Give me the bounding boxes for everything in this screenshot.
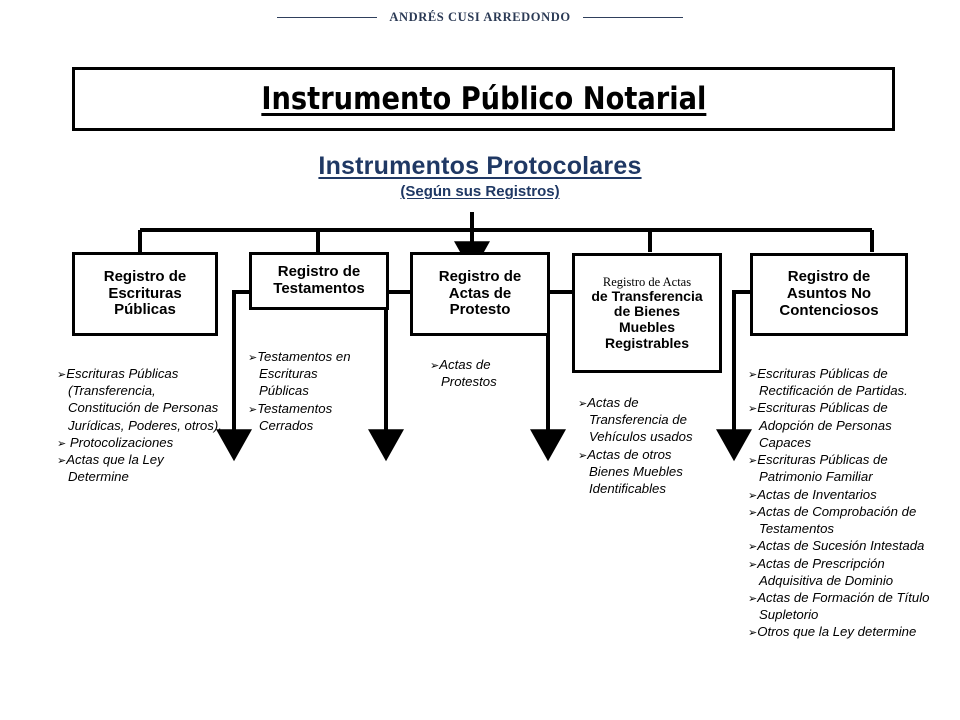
list-actas-transferencia: ➢Actas de Transferencia de Vehículos usa… — [578, 394, 708, 497]
list-escrituras-publicas: ➢Escrituras Públicas (Transferencia, Con… — [57, 365, 227, 486]
list-item-text: Escrituras Públicas de Rectificación de … — [757, 366, 908, 399]
bullet-arrow-icon: ➢ — [248, 402, 258, 416]
bullet-arrow-icon: ➢ — [748, 626, 758, 640]
list-asuntos-no-contenciosos: ➢Escrituras Públicas de Rectificación de… — [748, 365, 934, 641]
box-5-line-1: Registro de — [787, 268, 871, 286]
list-item: ➢Testamentos Cerrados — [248, 400, 366, 434]
list-item: ➢Actas de Protestos — [430, 356, 540, 390]
bullet-arrow-icon: ➢ — [748, 592, 758, 606]
list-item-text: Escrituras Públicas de Adopción de Perso… — [757, 400, 892, 450]
list-item: ➢Actas de otros Bienes Muebles Identific… — [578, 446, 708, 498]
box-1-line-1: Registro de — [103, 267, 187, 285]
box-2-line-2: Testamentos — [273, 280, 365, 297]
box-3-line-2: Actas de — [448, 284, 512, 302]
box-5-line-2: Asuntos No — [786, 285, 872, 303]
bullet-arrow-icon: ➢ — [748, 368, 758, 381]
bullet-arrow-icon: ➢ — [578, 448, 588, 462]
list-item: ➢Escrituras Públicas (Transferencia, Con… — [57, 365, 227, 434]
bullet-arrow-icon: ➢ — [748, 557, 758, 571]
list-item-text: Actas de Prescripción Adquisitiva de Dom… — [757, 555, 894, 588]
bullet-arrow-icon: ➢ — [578, 397, 588, 410]
list-item: ➢ Protocolizaciones — [57, 434, 227, 451]
box-4-line-2: de Bienes — [613, 303, 681, 320]
list-item-text: Escrituras Públicas (Transferencia, Cons… — [66, 366, 222, 433]
box-1-line-2: Escrituras — [108, 284, 182, 302]
box-4-line-3: Muebles — [618, 319, 675, 335]
box-3-line-3: Protesto — [449, 301, 511, 319]
bullet-arrow-icon: ➢ — [748, 454, 758, 468]
box-2-line-1: Registro de — [277, 263, 361, 281]
header-rule-right — [582, 17, 683, 18]
list-item-text: Actas de Protestos — [439, 357, 497, 390]
box-registro-testamentos[interactable]: Registro de Testamentos — [249, 252, 389, 310]
bullet-arrow-icon: ➢ — [57, 436, 67, 450]
bullet-arrow-icon: ➢ — [57, 454, 67, 468]
list-item-text: Actas de Sucesión Intestada — [757, 538, 925, 554]
box-registro-asuntos-no-contenciosos[interactable]: Registro de Asuntos No Contenciosos — [750, 253, 908, 336]
box-4-line-1: de Transferencia — [591, 287, 703, 304]
list-item-text: Testamentos en Escrituras Públicas — [257, 349, 351, 399]
box-registro-escrituras-publicas[interactable]: Registro de Escrituras Públicas — [72, 252, 218, 336]
bullet-arrow-icon: ➢ — [248, 351, 258, 364]
bullet-arrow-icon: ➢ — [748, 488, 758, 502]
bullet-arrow-icon: ➢ — [57, 368, 67, 381]
list-item: ➢Actas que la Ley Determine — [57, 451, 227, 485]
list-item-text: Otros que la Ley determine — [757, 624, 917, 640]
list-item: ➢Actas de Inventarios — [748, 486, 934, 503]
box-5-line-3: Contenciosos — [779, 301, 879, 319]
box-4-head: Registro de Actas — [602, 274, 692, 289]
subtitle-block: Instrumentos Protocolares (Según sus Reg… — [0, 152, 960, 200]
subtitle-primary: Instrumentos Protocolares — [318, 152, 642, 180]
list-item: ➢Actas de Comprobación de Testamentos — [748, 503, 934, 537]
list-item-text: Actas de Comprobación de Testamentos — [757, 503, 917, 537]
bullet-arrow-icon: ➢ — [748, 540, 758, 554]
list-item: ➢Actas de Formación de Título Supletorio — [748, 589, 934, 623]
bullet-arrow-icon: ➢ — [748, 402, 758, 416]
box-registro-actas-transferencia[interactable]: Registro de Actas de Transferencia de Bi… — [572, 253, 722, 373]
list-item-text: Actas de Inventarios — [757, 486, 877, 502]
list-item: ➢Actas de Sucesión Intestada — [748, 537, 934, 554]
list-actas-protesto: ➢Actas de Protestos — [430, 356, 540, 390]
list-item-text: Actas de otros Bienes Muebles Identifica… — [587, 446, 683, 497]
author-header: ANDRÉS CUSI ARREDONDO — [0, 10, 960, 25]
box-4-line-4: Registrables — [604, 334, 690, 351]
header-rule-left — [277, 17, 378, 18]
list-item: ➢Escrituras Públicas de Patrimonio Famil… — [748, 451, 934, 485]
bullet-arrow-icon: ➢ — [748, 505, 758, 519]
list-item-text: Actas de Transferencia de Vehículos usad… — [587, 395, 693, 445]
list-item: ➢Escrituras Públicas de Rectificación de… — [748, 365, 934, 399]
author-name: ANDRÉS CUSI ARREDONDO — [389, 10, 571, 24]
list-item: ➢Actas de Transferencia de Vehículos usa… — [578, 394, 708, 446]
box-1-line-3: Públicas — [114, 301, 176, 319]
page-title: Instrumento Público Notarial — [260, 81, 707, 117]
subtitle-secondary: (Según sus Registros) — [400, 183, 560, 200]
list-item: ➢Actas de Prescripción Adquisitiva de Do… — [748, 555, 934, 589]
list-item-text: Actas que la Ley Determine — [66, 452, 164, 485]
list-item-text: Actas de Formación de Título Supletorio — [757, 590, 930, 623]
list-testamentos: ➢Testamentos en Escrituras Públicas ➢Tes… — [248, 348, 366, 434]
box-3-line-1: Registro de — [438, 267, 522, 285]
list-item-text: Protocolizaciones — [66, 434, 174, 450]
main-title-box: Instrumento Público Notarial — [72, 67, 895, 131]
list-item: ➢Testamentos en Escrituras Públicas — [248, 348, 366, 400]
list-item: ➢Escrituras Públicas de Adopción de Pers… — [748, 399, 934, 451]
list-item: ➢Otros que la Ley determine — [748, 623, 934, 640]
list-item-text: Escrituras Públicas de Patrimonio Famili… — [757, 452, 888, 485]
box-registro-actas-protesto[interactable]: Registro de Actas de Protesto — [410, 252, 550, 336]
bullet-arrow-icon: ➢ — [430, 359, 440, 372]
list-item-text: Testamentos Cerrados — [257, 400, 333, 433]
